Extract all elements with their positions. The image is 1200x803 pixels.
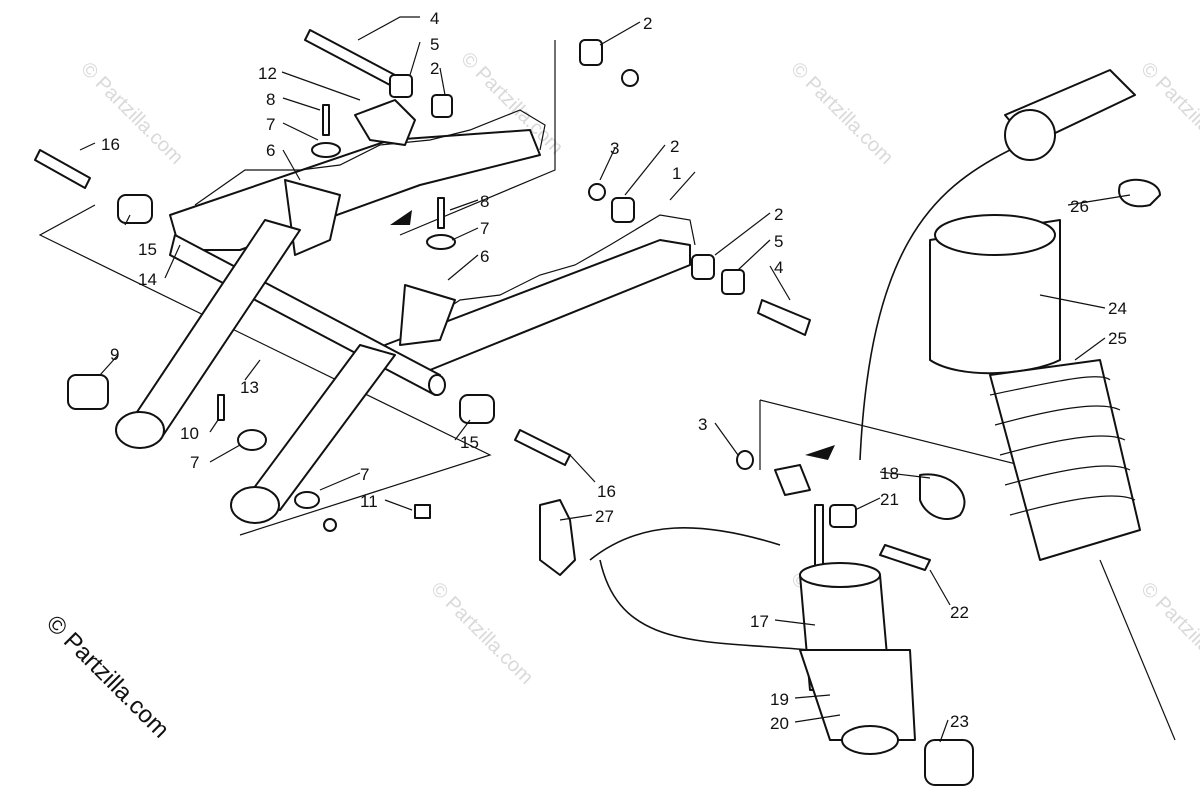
callout-23: 23 xyxy=(950,712,969,731)
callout-8: 8 xyxy=(266,90,275,109)
callout-18: 18 xyxy=(880,464,899,483)
callout-3: 3 xyxy=(610,139,619,158)
callout-16: 16 xyxy=(597,482,616,501)
direction-arrow xyxy=(390,210,412,225)
direction-arrow xyxy=(805,445,835,460)
shock-assembly xyxy=(539,450,974,786)
callout-25: 25 xyxy=(1108,329,1127,348)
callout-12: 12 xyxy=(258,64,277,83)
callout-24: 24 xyxy=(1108,299,1127,318)
callout-6: 6 xyxy=(480,247,489,266)
callout-2: 2 xyxy=(643,14,652,33)
watermark: © Partzilla.com xyxy=(786,58,897,169)
callout-10: 10 xyxy=(180,424,199,443)
callout-21: 21 xyxy=(880,490,899,509)
callout-4: 4 xyxy=(430,9,439,28)
callout-7: 7 xyxy=(266,115,275,134)
callout-9: 9 xyxy=(110,345,119,364)
watermark: © Partzilla.com xyxy=(426,578,537,689)
assembly-outline xyxy=(38,40,1176,741)
callout-7: 7 xyxy=(360,465,369,484)
leader-lines xyxy=(79,16,1131,743)
callout-5: 5 xyxy=(430,35,439,54)
callout-15: 15 xyxy=(460,433,479,452)
callout-2: 2 xyxy=(670,137,679,156)
watermark: © Partzilla.com xyxy=(1136,578,1200,689)
callout-22: 22 xyxy=(950,603,969,622)
callout-5: 5 xyxy=(774,232,783,251)
callout-26: 26 xyxy=(1070,197,1089,216)
callout-3: 3 xyxy=(698,415,707,434)
callout-8: 8 xyxy=(480,192,489,211)
callout-27: 27 xyxy=(595,507,614,526)
watermark: © Partzilla.com xyxy=(1136,58,1200,169)
callout-2: 2 xyxy=(430,59,439,78)
callout-1: 1 xyxy=(672,164,681,183)
callout-11: 11 xyxy=(360,492,378,511)
callout-16: 16 xyxy=(101,135,120,154)
callout-19: 19 xyxy=(770,690,789,709)
watermark: © Partzilla.com xyxy=(76,58,187,169)
callout-2: 2 xyxy=(774,205,783,224)
callout-14: 14 xyxy=(138,270,157,289)
callout-13: 13 xyxy=(240,378,259,397)
callouts: 4 5 2 12 8 7 6 16 15 14 2 3 2 1 8 7 6 2 … xyxy=(101,9,1127,733)
hardware xyxy=(34,29,811,532)
skid-frame xyxy=(115,99,696,524)
callout-7: 7 xyxy=(480,219,489,238)
callout-17: 17 xyxy=(750,612,769,631)
callout-15: 15 xyxy=(138,240,157,259)
callout-7: 7 xyxy=(190,453,199,472)
shock-reservoir xyxy=(859,69,1161,561)
callout-6: 6 xyxy=(266,141,275,160)
callout-4: 4 xyxy=(774,258,783,277)
callout-20: 20 xyxy=(770,714,789,733)
